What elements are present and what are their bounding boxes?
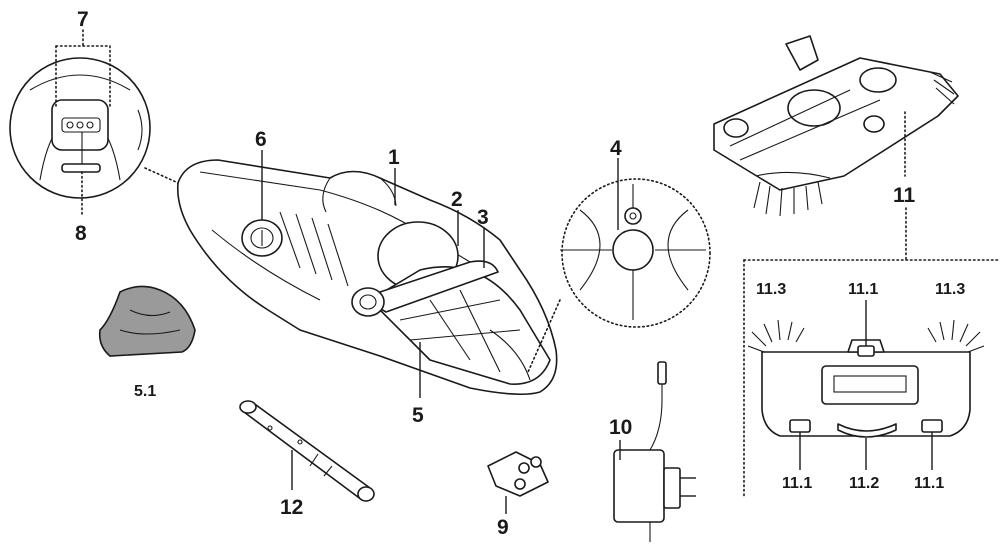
detail-4-circle	[527, 158, 711, 373]
label-2: 2	[451, 188, 463, 211]
label-11-1-top: 11.1	[848, 281, 878, 298]
label-11: 11	[893, 184, 916, 207]
label-6: 6	[255, 128, 267, 151]
label-10: 10	[609, 416, 632, 439]
extension-pole-part	[239, 400, 375, 502]
label-8: 8	[75, 222, 87, 245]
label-4: 4	[610, 137, 622, 160]
label-11-3-right: 11.3	[935, 281, 965, 298]
filter-bag-part	[98, 285, 196, 357]
vacuum-head-part	[713, 35, 959, 217]
charger-part	[613, 361, 696, 542]
label-9: 9	[497, 516, 509, 539]
head-underside	[747, 300, 985, 470]
label-5-1: 5.1	[134, 383, 156, 400]
detail-7-8-circle	[9, 29, 186, 215]
label-11-3-left: 11.3	[756, 281, 786, 298]
label-11-1-right: 11.1	[914, 475, 944, 492]
label-11-2: 11.2	[849, 475, 879, 492]
label-12: 12	[280, 496, 303, 519]
label-1: 1	[388, 146, 400, 169]
label-11-1-left: 11.1	[782, 475, 812, 492]
label-5: 5	[412, 404, 424, 427]
label-7: 7	[77, 8, 89, 31]
label-3: 3	[477, 206, 489, 229]
connector-part	[487, 451, 549, 514]
vacuum-body	[176, 150, 558, 398]
head-detail-box	[743, 207, 1000, 497]
